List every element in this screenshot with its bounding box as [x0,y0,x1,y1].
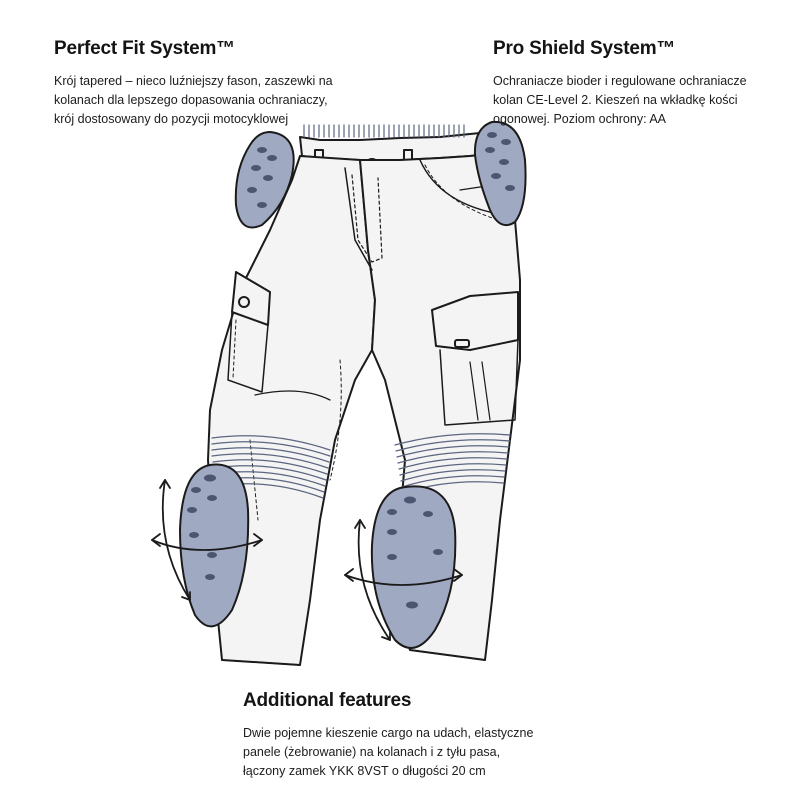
hip-protector-left [234,130,295,229]
perfect-fit-line: Krój tapered – nieco luźniejszy fason, z… [54,74,333,88]
adjust-arrows-right [344,519,463,641]
perfect-fit-line: kolanach dla lepszego dopasowania ochran… [54,93,328,107]
waist-ribbing [303,124,465,138]
pro-shield-line: kolan CE-Level 2. Kieszeń na wkładkę koś… [493,93,738,107]
knee-ribbing-right [394,433,511,494]
pro-shield-title: Pro Shield System™ [493,38,676,59]
knee-protector-left [178,463,250,628]
additional-features-section: Additional features Dwie pojemne kieszen… [243,690,573,781]
adjust-arrows-left [151,479,263,601]
perfect-fit-section: Perfect Fit System™ Krój tapered – nieco… [54,38,374,129]
additional-features-line: panele (żebrowanie) na kolanach i z tyłu… [243,745,501,759]
hip-protector-right [473,120,527,226]
additional-features-title: Additional features [243,690,412,711]
perfect-fit-title: Perfect Fit System™ [54,38,235,59]
additional-features-line: łączony zamek YKK 8VST o długości 20 cm [243,764,486,778]
fly-stitching [351,174,383,263]
knee-protector-right [370,485,457,649]
pro-shield-line: ogonowej. Poziom ochrony: AA [493,112,667,126]
additional-features-line: Dwie pojemne kieszenie cargo na udach, e… [243,726,534,740]
pro-shield-line: Ochraniacze bioder i regulowane ochrania… [493,74,747,88]
perfect-fit-line: krój dostosowany do pozycji motocyklowej [54,112,289,126]
pro-shield-section: Pro Shield System™ Ochraniacze bioder i … [493,38,793,129]
